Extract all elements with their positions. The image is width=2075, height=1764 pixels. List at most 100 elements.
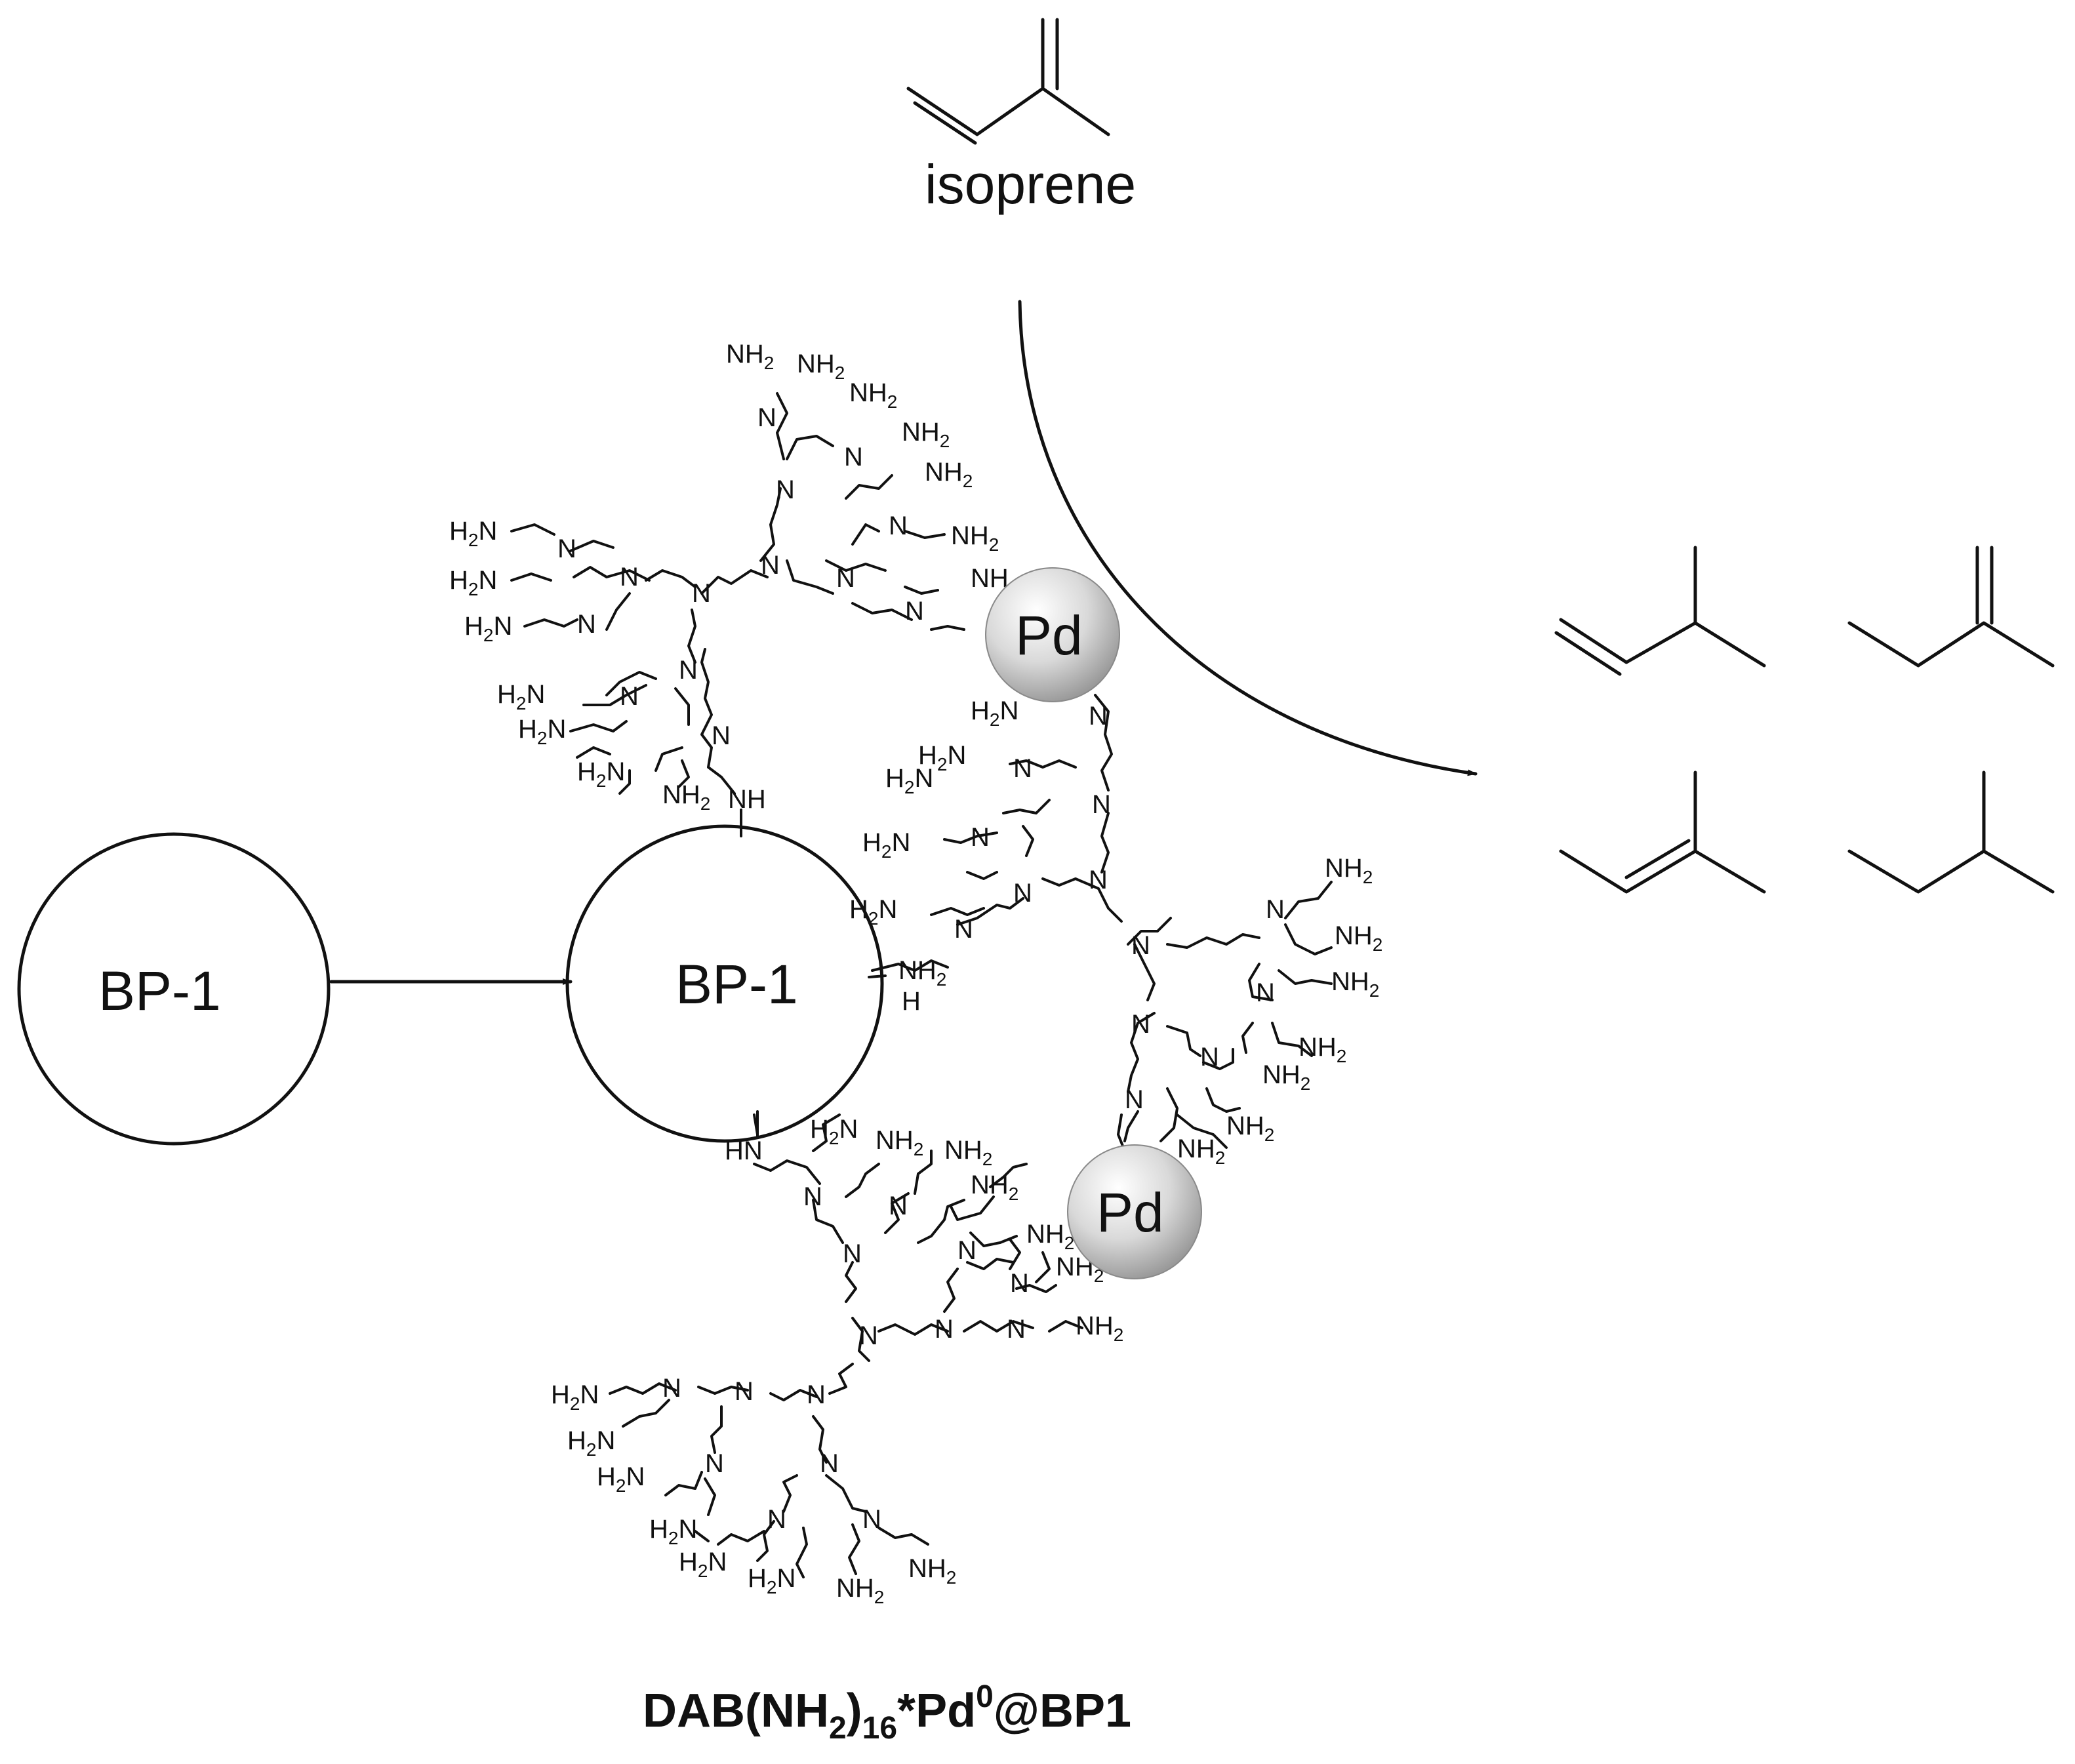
svg-text:H2N: H2N: [464, 612, 512, 645]
svg-text:N: N: [820, 1449, 839, 1478]
svg-text:NH2: NH2: [925, 458, 973, 491]
svg-text:NH2: NH2: [836, 1574, 884, 1607]
svg-text:NH2: NH2: [951, 521, 999, 555]
svg-text:NH2: NH2: [902, 418, 950, 451]
pd-nanoparticle-2: Pd: [1067, 1144, 1202, 1279]
svg-text:Pd: Pd: [1015, 605, 1083, 666]
svg-text:NH2: NH2: [898, 956, 946, 990]
bp1-label-left: BP-1: [98, 960, 221, 1022]
svg-text:N: N: [712, 721, 731, 750]
svg-text:NH2: NH2: [1331, 967, 1379, 1001]
svg-text:NH2: NH2: [876, 1126, 923, 1159]
pd-nanoparticle-1: Pd: [985, 567, 1120, 702]
svg-text:N: N: [620, 682, 639, 711]
svg-text:N: N: [1007, 1315, 1026, 1344]
svg-text:N: N: [557, 534, 576, 563]
svg-text:N: N: [1266, 895, 1285, 924]
svg-text:N: N: [1125, 1085, 1144, 1114]
svg-text:NH2: NH2: [797, 350, 845, 383]
svg-text:NH2: NH2: [1076, 1312, 1123, 1345]
svg-text:N: N: [1013, 879, 1032, 908]
svg-text:N: N: [836, 564, 855, 593]
svg-text:N: N: [692, 579, 711, 608]
svg-text:NH2: NH2: [726, 340, 774, 373]
svg-text:N: N: [889, 1192, 908, 1220]
bp1-label-center: BP-1: [675, 953, 798, 1015]
svg-text:N: N: [662, 1374, 681, 1403]
support-attachment-bonds: [740, 809, 887, 1136]
svg-text:H2N: H2N: [679, 1548, 727, 1581]
isoprene-structure: [906, 18, 1110, 145]
svg-text:N: N: [807, 1380, 826, 1409]
svg-text:H2N: H2N: [885, 764, 933, 797]
svg-text:H2N: H2N: [918, 741, 966, 774]
svg-text:HN: HN: [725, 1136, 763, 1165]
svg-text:H2N: H2N: [449, 517, 497, 550]
svg-text:N: N: [1200, 1043, 1219, 1072]
svg-text:NH2: NH2: [1177, 1134, 1225, 1168]
svg-text:H2N: H2N: [849, 895, 897, 929]
svg-text:NH2: NH2: [662, 780, 710, 814]
isoprene-label: isoprene: [925, 153, 1136, 215]
svg-text:H2N: H2N: [577, 757, 625, 791]
svg-text:N: N: [1013, 754, 1032, 783]
svg-text:H2N: H2N: [551, 1380, 599, 1414]
svg-text:N: N: [957, 1236, 977, 1265]
svg-text:H2N: H2N: [971, 696, 1018, 730]
product-2-methylbut-1-ene: [1847, 546, 2055, 668]
svg-text:NH2: NH2: [908, 1554, 956, 1588]
product-3-methylbut-1-ene: [1554, 546, 1766, 676]
svg-text:N: N: [1092, 790, 1111, 819]
svg-text:N: N: [889, 511, 908, 540]
svg-text:NH2: NH2: [849, 378, 897, 412]
bottom-dendrimer: HN H2N NH2 NH2 NH2 NH2 NH2 NH2 N N N N N…: [551, 1115, 1123, 1607]
svg-text:N: N: [735, 1377, 754, 1406]
svg-text:N: N: [1010, 1269, 1029, 1298]
catalyst-caption: DAB(NH2)16*Pd0@BP1: [643, 1679, 1131, 1746]
svg-text:N: N: [971, 823, 990, 852]
svg-text:N: N: [803, 1182, 822, 1211]
svg-text:H2N: H2N: [649, 1515, 697, 1548]
dendrimer-labels: NH2 NH2 NH2 NH2 NH2 NH2 NH2 N N N N N N …: [449, 340, 1382, 1607]
svg-text:N: N: [761, 551, 780, 580]
dendrimer-bonds: [510, 392, 1333, 1578]
svg-text:H2N: H2N: [449, 566, 497, 599]
svg-text:N: N: [577, 610, 596, 639]
svg-text:H2N: H2N: [518, 715, 566, 748]
svg-text:NH2: NH2: [971, 1171, 1018, 1204]
product-2-methylbut-2-ene: [1559, 771, 1766, 894]
svg-text:N: N: [1131, 931, 1150, 960]
svg-text:H2N: H2N: [862, 828, 910, 862]
svg-text:Pd: Pd: [1097, 1182, 1164, 1243]
svg-text:NH2: NH2: [1299, 1033, 1346, 1066]
svg-text:NH2: NH2: [1026, 1220, 1074, 1253]
svg-text:N: N: [705, 1449, 724, 1478]
svg-text:N: N: [757, 403, 776, 432]
svg-text:NH2: NH2: [944, 1136, 992, 1169]
reaction-arrow-curved: [1018, 300, 1478, 776]
svg-text:N: N: [1089, 702, 1108, 731]
svg-text:N: N: [859, 1321, 878, 1350]
svg-text:NH2: NH2: [1262, 1060, 1310, 1094]
svg-text:N: N: [776, 475, 795, 504]
svg-text:NH2: NH2: [1226, 1112, 1274, 1145]
svg-text:N: N: [679, 656, 698, 685]
svg-text:N: N: [1131, 1010, 1150, 1039]
svg-text:N: N: [843, 1239, 862, 1268]
svg-text:N: N: [905, 597, 924, 626]
svg-text:H2N: H2N: [748, 1564, 796, 1597]
svg-text:NH: NH: [728, 785, 766, 814]
svg-text:N: N: [954, 915, 973, 944]
svg-text:NH2: NH2: [1335, 921, 1382, 955]
svg-text:N: N: [1256, 978, 1275, 1007]
bp1-support-center: [565, 824, 884, 1143]
svg-text:N: N: [620, 563, 639, 591]
svg-text:H: H: [902, 987, 921, 1016]
svg-text:N: N: [935, 1315, 954, 1344]
bp1-support-left: [17, 832, 331, 1146]
svg-text:NH2: NH2: [1325, 854, 1373, 887]
top-dendrimer: NH2 NH2 NH2 NH2 NH2 NH2 NH2 N N N N N N …: [449, 340, 1018, 814]
svg-text:N: N: [767, 1505, 786, 1534]
svg-text:H2N: H2N: [810, 1115, 858, 1148]
svg-text:N: N: [862, 1505, 881, 1534]
